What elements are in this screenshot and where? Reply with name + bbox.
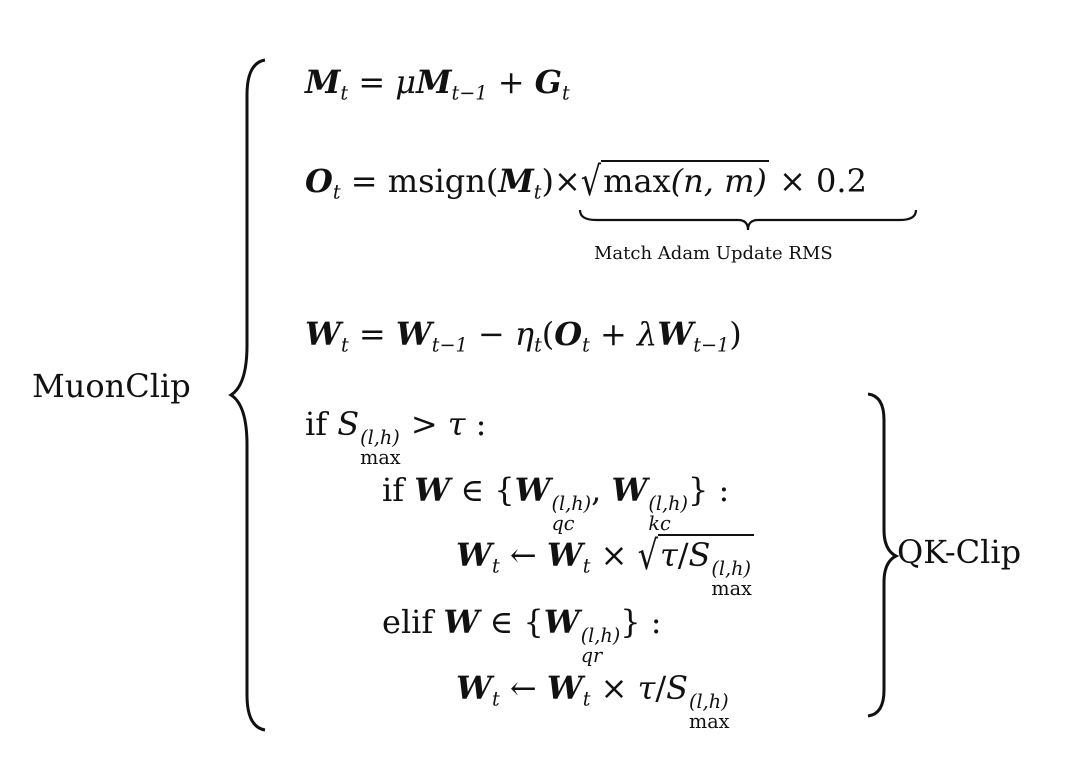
underbrace bbox=[578, 209, 918, 231]
qr-condition: elif W ∈ {W(l,h)qr} : bbox=[382, 603, 662, 667]
qc-kc-condition: if W ∈ {W(l,h)qc, W(l,h)kc} : bbox=[382, 471, 730, 535]
momentum-equation: Mt = μMt−1 + Gt bbox=[305, 63, 570, 105]
left-brace bbox=[228, 58, 266, 732]
weight-update-equation: Wt = Wt−1 − ηt(Ot + λWt−1) bbox=[305, 315, 742, 357]
sqrt-icon: √ bbox=[637, 531, 659, 579]
qkclip-condition: if S(l,h)max > τ : bbox=[305, 405, 487, 469]
qkclip-label: QK-Clip bbox=[897, 533, 1022, 571]
sqrt-radicand: τ/S(l,h)max bbox=[658, 534, 754, 600]
orthogonalized-update-equation: Ot = msign(Mt)×√max(n, m) × 0.2 bbox=[305, 157, 867, 205]
right-brace bbox=[867, 392, 900, 718]
match-adam-note: Match Adam Update RMS bbox=[594, 243, 833, 264]
sqrt-icon: √ bbox=[580, 157, 602, 205]
qc-kc-rescale: Wt ← Wt × √τ/S(l,h)max bbox=[456, 531, 754, 600]
qr-rescale: Wt ← Wt × τ/S(l,h)max bbox=[456, 669, 730, 733]
muonclip-label: MuonClip bbox=[32, 367, 191, 405]
sqrt-radicand: max(n, m) bbox=[601, 160, 769, 200]
